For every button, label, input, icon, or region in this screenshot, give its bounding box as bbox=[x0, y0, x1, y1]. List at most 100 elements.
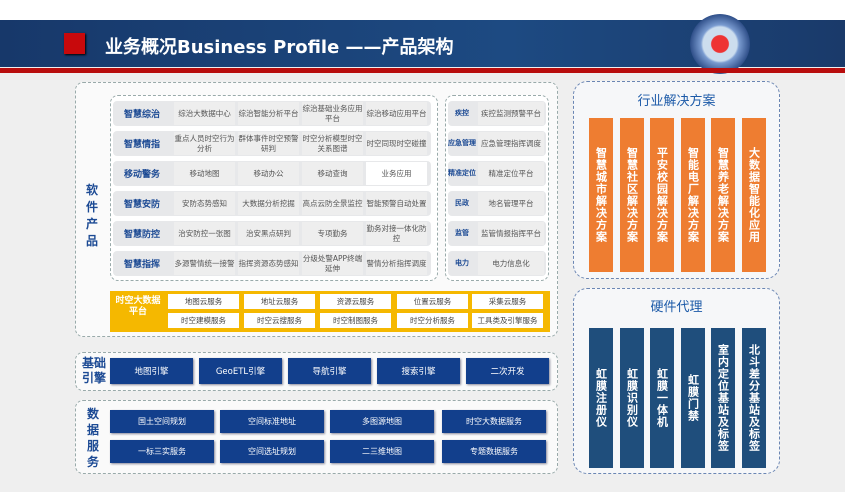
software-module[interactable]: 移动地图 bbox=[174, 162, 235, 185]
hardware-product[interactable]: 虹膜注册仪 bbox=[589, 328, 613, 468]
sector-row: 民政 地名管理平台 bbox=[448, 191, 546, 216]
data-service-button[interactable]: 专题数据服务 bbox=[442, 440, 546, 463]
software-row: 智慧情指 重点人员时空行为分析群体事件时空预警研判时空分析模型时空关系图谱时空同现… bbox=[113, 131, 431, 156]
software-module[interactable]: 警情分析指挥调度 bbox=[366, 252, 427, 275]
software-row: 智慧综治 综治大数据中心综治智能分析平台综治基础业务应用平台综治移动应用平台 bbox=[113, 101, 431, 126]
row-label: 智慧安防 bbox=[123, 200, 160, 210]
row-label: 智慧防控 bbox=[123, 230, 160, 240]
platform-service[interactable]: 工具类及引擎服务 bbox=[472, 313, 543, 328]
sector-row: 应急管理应急管理指挥调度 bbox=[448, 131, 546, 156]
row-label: 移动警务 bbox=[123, 170, 160, 180]
sector-row: 疾控 疾控监测预警平台 bbox=[448, 101, 546, 126]
engine-button[interactable]: 搜索引擎 bbox=[377, 358, 460, 384]
software-module[interactable]: 群体事件时空预警研判 bbox=[238, 132, 299, 155]
software-module[interactable]: 智能预警自动处置 bbox=[366, 192, 427, 215]
hardware-product[interactable]: 北斗差分基站及标签 bbox=[742, 328, 766, 468]
data-service-button[interactable]: 多图源地图 bbox=[330, 410, 434, 433]
data-service-button[interactable]: 一标三实服务 bbox=[110, 440, 214, 463]
engine-button[interactable]: 导航引擎 bbox=[288, 358, 371, 384]
software-row: 智慧安防 安防态势感知大数据分析挖掘高点云防全景监控智能预警自动处置 bbox=[113, 191, 431, 216]
platform-service[interactable]: 时空云搜服务 bbox=[244, 313, 315, 328]
sector-label: 电力 bbox=[455, 259, 469, 267]
software-module[interactable]: 移动查询 bbox=[302, 162, 363, 185]
sector-row: 精准定位精准定位平台 bbox=[448, 161, 546, 186]
row-label: 智慧指挥 bbox=[123, 260, 160, 270]
software-module[interactable]: 勤务对接一体化防控 bbox=[366, 222, 427, 245]
data-service-label: 数据服务 bbox=[86, 407, 99, 469]
software-module[interactable]: 大数据分析挖掘 bbox=[238, 192, 299, 215]
hardware-product[interactable]: 室内定位基站及标签 bbox=[711, 328, 735, 468]
software-module[interactable]: 业务应用 bbox=[366, 162, 427, 185]
row-label: 智慧情指 bbox=[123, 140, 160, 150]
data-service-button[interactable]: 时空大数据服务 bbox=[442, 410, 546, 433]
sector-label: 应急管理 bbox=[448, 139, 476, 147]
software-module[interactable]: 时空同现时空碰撞 bbox=[366, 132, 427, 155]
hardware-product[interactable]: 虹膜门禁 bbox=[681, 328, 705, 468]
software-grid bbox=[110, 95, 438, 281]
software-module[interactable]: 安防态势感知 bbox=[174, 192, 235, 215]
data-service-button[interactable]: 二三维地图 bbox=[330, 440, 434, 463]
platform-service[interactable]: 资源云服务 bbox=[320, 294, 391, 309]
sector-module[interactable]: 应急管理指挥调度 bbox=[478, 132, 544, 155]
platform-label: 时空大数据平台 bbox=[115, 296, 161, 317]
platform-service[interactable]: 采集云服务 bbox=[472, 294, 543, 309]
header-divider bbox=[0, 68, 845, 73]
software-module[interactable]: 重点人员时空行为分析 bbox=[174, 132, 235, 155]
platform-service[interactable]: 位置云服务 bbox=[397, 294, 468, 309]
software-row: 移动警务 移动地图移动办公移动查询业务应用 bbox=[113, 161, 431, 186]
industry-solution[interactable]: 智慧社区解决方案 bbox=[620, 118, 644, 272]
platform-service[interactable]: 地址云服务 bbox=[244, 294, 315, 309]
software-module[interactable]: 综治大数据中心 bbox=[174, 102, 235, 125]
software-module[interactable]: 移动办公 bbox=[238, 162, 299, 185]
row-label: 智慧综治 bbox=[123, 110, 160, 120]
industry-solution[interactable]: 大数据智能化应用 bbox=[742, 118, 766, 272]
industry-solution[interactable]: 智慧养老解决方案 bbox=[711, 118, 735, 272]
engine-label: 基础引擎 bbox=[81, 356, 106, 385]
software-module[interactable]: 分级处警APP终端延伸 bbox=[302, 252, 363, 275]
sector-module[interactable]: 精准定位平台 bbox=[478, 162, 544, 185]
engine-button[interactable]: GeoETL引擎 bbox=[199, 358, 282, 384]
hardware-product[interactable]: 虹膜一体机 bbox=[650, 328, 674, 468]
engine-button[interactable]: 地图引擎 bbox=[110, 358, 193, 384]
data-service-button[interactable]: 空间标准地址 bbox=[220, 410, 324, 433]
sector-module[interactable]: 地名管理平台 bbox=[478, 192, 544, 215]
platform-service[interactable]: 时空建模服务 bbox=[168, 313, 239, 328]
software-module[interactable]: 综治基础业务应用平台 bbox=[302, 102, 363, 125]
sector-module[interactable]: 电力信息化 bbox=[478, 252, 544, 275]
software-module[interactable]: 时空分析模型时空关系图谱 bbox=[302, 132, 363, 155]
software-module[interactable]: 治安防控一张图 bbox=[174, 222, 235, 245]
sector-module[interactable]: 监管情报指挥平台 bbox=[478, 222, 544, 245]
sector-label: 疾控 bbox=[455, 109, 469, 117]
data-service-button[interactable]: 国土空间规划 bbox=[110, 410, 214, 433]
software-row: 智慧防控 治安防控一张图治安黑点研判专项勤务勤务对接一体化防控 bbox=[113, 221, 431, 246]
sector-row: 电力 电力信息化 bbox=[448, 251, 546, 276]
sector-label: 监管 bbox=[455, 229, 469, 237]
software-module[interactable]: 指挥资源态势感知 bbox=[238, 252, 299, 275]
industry-solution[interactable]: 智能电厂解决方案 bbox=[681, 118, 705, 272]
engine-button[interactable]: 二次开发 bbox=[466, 358, 549, 384]
software-row: 智慧指挥 多源警情统一接警指挥资源态势感知分级处警APP终端延伸警情分析指挥调度 bbox=[113, 251, 431, 276]
industry-solution[interactable]: 平安校园解决方案 bbox=[650, 118, 674, 272]
platform-service[interactable]: 时空分析服务 bbox=[397, 313, 468, 328]
software-module[interactable]: 高点云防全景监控 bbox=[302, 192, 363, 215]
hardware-product[interactable]: 虹膜识别仪 bbox=[620, 328, 644, 468]
data-service-button[interactable]: 空间选址规划 bbox=[220, 440, 324, 463]
hardware-title: 硬件代理 bbox=[650, 300, 703, 315]
software-module[interactable]: 综治移动应用平台 bbox=[366, 102, 427, 125]
top-strip bbox=[0, 0, 845, 20]
page-title: 业务概况Business Profile ——产品架构 bbox=[105, 37, 454, 58]
software-module[interactable]: 专项勤务 bbox=[302, 222, 363, 245]
software-module[interactable]: 综治智能分析平台 bbox=[238, 102, 299, 125]
sector-row: 监管 监管情报指挥平台 bbox=[448, 221, 546, 246]
company-logo bbox=[690, 14, 750, 74]
industry-solution[interactable]: 智慧城市解决方案 bbox=[589, 118, 613, 272]
platform-service[interactable]: 时空制图服务 bbox=[320, 313, 391, 328]
platform-service[interactable]: 地图云服务 bbox=[168, 294, 239, 309]
sector-label: 民政 bbox=[455, 199, 469, 207]
sector-grid bbox=[445, 95, 549, 281]
sector-label: 精准定位 bbox=[448, 169, 476, 177]
software-module[interactable]: 治安黑点研判 bbox=[238, 222, 299, 245]
software-module[interactable]: 多源警情统一接警 bbox=[174, 252, 235, 275]
sector-module[interactable]: 疾控监测预警平台 bbox=[478, 102, 544, 125]
software-label: 软件产品 bbox=[85, 183, 98, 248]
